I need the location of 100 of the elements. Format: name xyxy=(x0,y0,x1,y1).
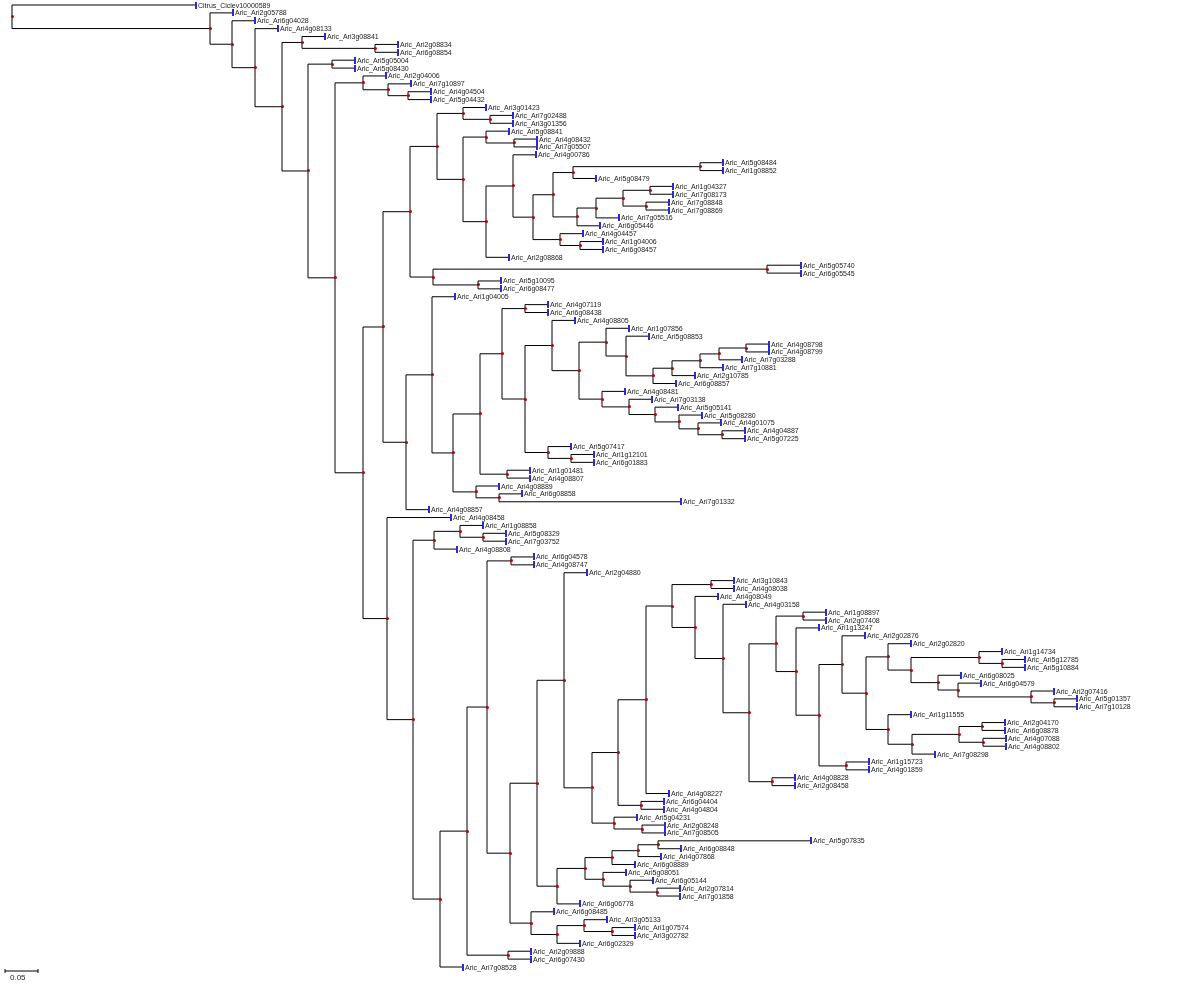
tree-branch xyxy=(489,118,513,124)
tree-branch xyxy=(845,761,869,767)
tree-branch xyxy=(699,360,723,369)
tree-branch xyxy=(387,83,411,91)
tree-branch xyxy=(718,347,747,355)
tree-branch xyxy=(231,43,256,69)
tree-branch xyxy=(887,656,912,671)
tree-branch xyxy=(605,327,629,343)
tree-branch xyxy=(510,556,534,562)
tree-branch xyxy=(301,36,325,43)
tree-branch xyxy=(482,536,506,542)
tree-branch xyxy=(584,867,604,880)
tree-branch xyxy=(981,726,1005,731)
tree-branch xyxy=(498,493,522,499)
tree-branch xyxy=(462,112,491,120)
tree-branch xyxy=(911,733,960,745)
tree-branch xyxy=(486,560,512,708)
tree-branch xyxy=(628,406,656,416)
tree-branch xyxy=(645,205,669,211)
tree-branch xyxy=(362,326,384,474)
tree-branch xyxy=(766,268,801,274)
tree-branch xyxy=(281,106,309,172)
tree-branch xyxy=(556,933,580,944)
tree-branch xyxy=(436,112,464,147)
tree-branch xyxy=(710,580,734,586)
tree-branch xyxy=(432,268,768,278)
tree-branch xyxy=(678,421,699,430)
tree-branch xyxy=(433,530,461,541)
tree-branch xyxy=(485,130,509,138)
tree-branch xyxy=(507,950,531,956)
tree-branch xyxy=(602,871,626,880)
tree-branch xyxy=(625,335,649,357)
tree-branch xyxy=(818,714,847,767)
tree-branch xyxy=(439,898,463,968)
tree-branch xyxy=(462,136,487,180)
tree-branch xyxy=(501,353,526,400)
tree-branch xyxy=(645,605,673,701)
tree-branch xyxy=(601,398,630,408)
tree-branch xyxy=(382,211,411,328)
tree-branch xyxy=(910,669,939,684)
tree-branch xyxy=(209,28,233,45)
tree-branch xyxy=(771,781,795,787)
tree-branch xyxy=(559,233,583,241)
tree-branch xyxy=(485,221,509,258)
tree-branch xyxy=(645,699,669,794)
tree-branch xyxy=(477,280,501,286)
tree-branch xyxy=(699,166,723,172)
tree-branch xyxy=(982,741,1006,747)
tree-branch xyxy=(576,216,600,227)
tree-branch xyxy=(699,353,720,362)
tree-branch xyxy=(657,840,811,846)
tree-branch xyxy=(1030,690,1054,698)
tree-branch xyxy=(485,136,515,144)
tree-branch xyxy=(486,706,511,854)
tree-branch xyxy=(678,414,702,423)
tree-branch xyxy=(887,714,911,730)
tree-branch xyxy=(697,422,721,430)
tree-branch xyxy=(466,706,488,832)
tree-branch xyxy=(978,651,1002,658)
tree-branch xyxy=(409,211,434,278)
tree-branch xyxy=(591,752,619,789)
tree-branch xyxy=(652,375,676,384)
tree-branch xyxy=(362,75,386,84)
tree-branch xyxy=(452,413,481,454)
tree-branch xyxy=(937,682,959,691)
tree-branch xyxy=(671,367,695,377)
tree-branch xyxy=(386,618,414,721)
tree-branch xyxy=(552,172,574,196)
tree-branch xyxy=(281,41,303,108)
tree-branch xyxy=(601,390,625,400)
tree-branch xyxy=(512,185,534,218)
tree-branch xyxy=(978,657,1003,664)
tree-branch xyxy=(775,643,797,673)
tree-branch xyxy=(578,341,607,372)
tree-branch xyxy=(530,922,558,935)
tree-branch xyxy=(611,927,635,932)
tree-branch xyxy=(407,95,431,101)
tree-branch xyxy=(11,16,211,30)
tree-branch xyxy=(583,925,613,932)
tree-branch xyxy=(331,63,355,69)
scale-label: 0.05 xyxy=(10,974,26,982)
tree-branch xyxy=(622,197,647,207)
tree-branch xyxy=(671,584,712,607)
tree-branch xyxy=(524,398,549,453)
tree-branch xyxy=(570,453,594,459)
tree-branch xyxy=(1001,659,1025,664)
tree-branch xyxy=(485,185,514,223)
tree-branch xyxy=(887,643,911,658)
tree-branch xyxy=(552,194,578,218)
tree-branch xyxy=(512,154,536,187)
tree-branch xyxy=(748,643,777,714)
tree-branch xyxy=(1030,696,1055,704)
tree-branch xyxy=(459,524,483,532)
tree-branch xyxy=(722,603,746,659)
tree-branch xyxy=(958,726,983,735)
tree-branch xyxy=(556,867,586,887)
tree-branch xyxy=(334,277,364,474)
tree-branch xyxy=(524,345,553,400)
tree-branch xyxy=(911,743,935,755)
tree-branch xyxy=(432,276,479,286)
